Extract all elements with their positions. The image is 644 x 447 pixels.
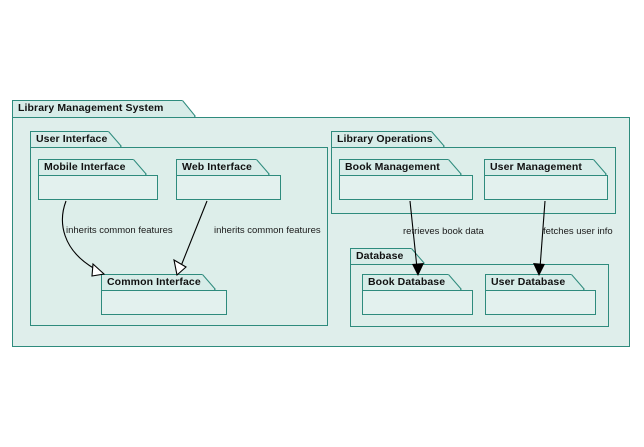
element-body-web-interface [176,175,281,200]
package-tab-corner-icon [108,131,122,147]
element-user-management[interactable]: User Management [484,159,608,200]
package-tab-corner-icon [256,159,270,175]
package-label-user-interface: User Interface [36,133,108,145]
package-label-library-management-system: Library Management System [18,102,164,114]
element-body-user-database [485,290,596,315]
element-book-management[interactable]: Book Management [339,159,473,200]
element-mobile-interface[interactable]: Mobile Interface [38,159,158,200]
package-tab-corner-icon [593,159,607,175]
element-label-book-management: Book Management [345,161,440,173]
element-label-web-interface: Web Interface [182,161,252,173]
element-common-interface[interactable]: Common Interface [101,274,227,315]
package-tab-corner-icon [448,159,462,175]
element-label-user-database: User Database [491,276,566,288]
package-tab-corner-icon [431,131,445,147]
package-label-library-operations: Library Operations [337,133,433,145]
package-tab-corner-icon [202,274,216,290]
package-label-database: Database [356,250,404,262]
element-body-book-database [362,290,473,315]
element-body-common-interface [101,290,227,315]
package-tab-corner-icon [411,248,425,264]
element-user-database[interactable]: User Database [485,274,596,315]
package-tab-corner-icon [133,159,147,175]
element-label-book-database: Book Database [368,276,446,288]
element-label-user-management: User Management [490,161,582,173]
element-body-user-management [484,175,608,200]
edge-label-mobile-to-common: inherits common features [66,225,173,236]
element-label-common-interface: Common Interface [107,276,201,288]
edge-label-book-management-to-book-database: retrieves book data [403,226,484,237]
element-body-mobile-interface [38,175,158,200]
element-web-interface[interactable]: Web Interface [176,159,281,200]
element-label-mobile-interface: Mobile Interface [44,161,126,173]
package-tab-corner-icon [182,100,196,117]
package-tab-corner-icon [448,274,462,290]
edge-label-web-to-common: inherits common features [214,225,321,236]
edge-label-user-management-to-user-database: fetches user info [543,226,613,237]
element-body-book-management [339,175,473,200]
package-tab-corner-icon [571,274,585,290]
element-book-database[interactable]: Book Database [362,274,473,315]
